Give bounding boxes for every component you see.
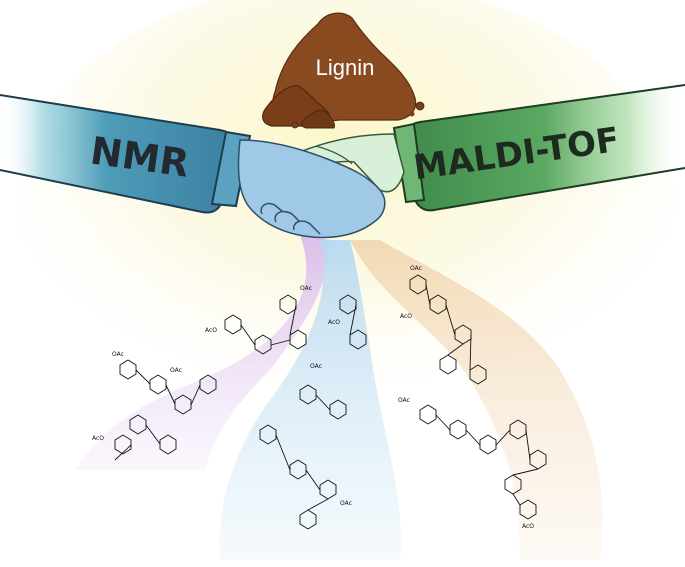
middle-stream [219,240,401,560]
svg-text:OAc: OAc [340,500,352,507]
molecule-structures [114,274,547,530]
svg-text:AcO: AcO [522,523,534,530]
lignin-label: Lignin [316,55,375,80]
svg-text:AcO: AcO [328,319,340,326]
svg-text:AcO: AcO [400,313,412,320]
svg-text:OAc: OAc [310,363,322,370]
svg-text:OAc: OAc [410,265,422,272]
svg-text:AcO: AcO [205,327,217,334]
svg-text:OAc: OAc [170,367,182,374]
left-stream [75,235,330,470]
lignin-pile [262,12,425,129]
svg-text:OAc: OAc [300,285,312,292]
svg-text:OAc: OAc [112,351,124,358]
right-stream [350,240,603,560]
maldi-arm [392,84,685,212]
svg-text:AcO: AcO [92,435,104,442]
molecule-text: OAc AcO OAc AcO OAc AcO OAc OAc AcO OAc … [92,265,534,530]
svg-text:OAc: OAc [398,397,410,404]
handshake [237,133,405,239]
